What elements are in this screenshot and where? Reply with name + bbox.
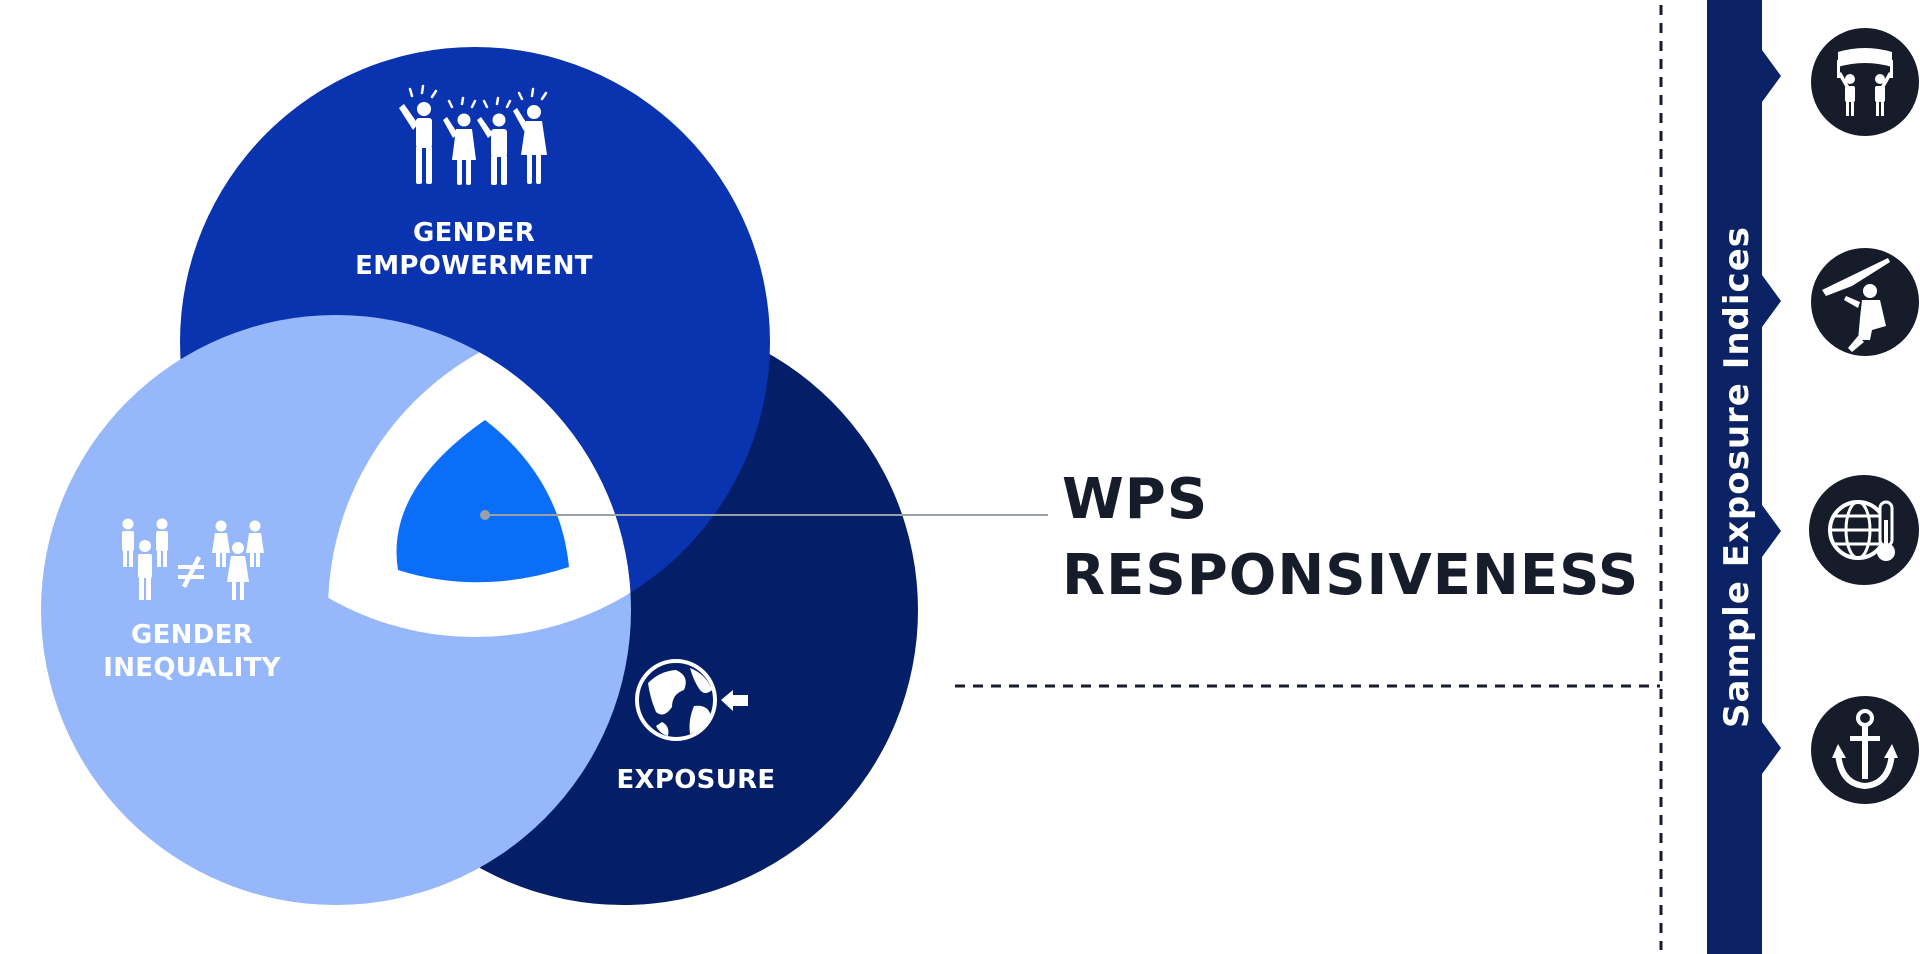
sample-exposure-indices-bar [1707, 0, 1781, 954]
exposure-label: EXPOSURE [617, 765, 776, 795]
gender-empowerment-label-line1: GENDER [413, 218, 535, 248]
anchor-icon [1811, 696, 1919, 804]
sample-exposure-indices-title: Sample Exposure Indices [1717, 226, 1757, 728]
globe-arrow-icon [635, 659, 748, 741]
gender-empowerment-label-line2: EMPOWERMENT [355, 251, 593, 281]
wps-core-shape [396, 420, 569, 583]
wps-title-line1: WPS [1062, 467, 1208, 532]
protest-banner-icon [1811, 28, 1919, 136]
wps-title-line2: RESPONSIVENESS [1062, 543, 1639, 608]
armed-conflict-icon [1811, 248, 1919, 356]
gender-inequality-label-line2: INEQUALITY [103, 653, 281, 683]
climate-globe-thermometer-icon [1809, 475, 1919, 585]
connector-dot [480, 510, 490, 520]
gender-inequality-label-line1: GENDER [131, 620, 253, 650]
raised-hands-people-icon [399, 84, 548, 185]
unequal-people-icon [122, 518, 264, 600]
